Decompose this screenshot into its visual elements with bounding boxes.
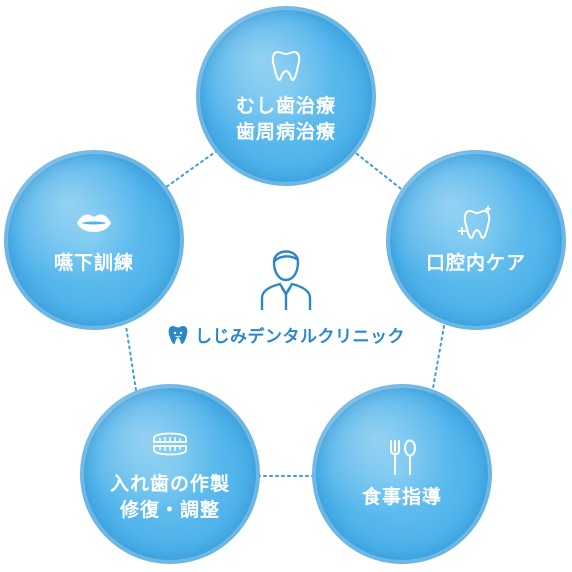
clinic-row: しじみデンタルクリニック [167, 322, 405, 347]
connector-right-br [431, 325, 445, 395]
service-node-swallowing: 嚥下訓練 [4, 150, 184, 330]
tooth-logo-icon [168, 325, 188, 344]
fork-spoon-icon [390, 439, 416, 476]
service-node-caries-periodontal: むし歯治療 歯周病治療 [196, 6, 376, 186]
connector-left-top [161, 149, 219, 191]
clinic-name: しじみデンタルクリニック [195, 327, 405, 347]
center-group: しじみデンタルクリニック [150, 240, 422, 347]
node-label: 嚥下訓練 [53, 252, 134, 275]
node-label: 口腔内ケア [425, 252, 526, 275]
service-node-denture: 入れ歯の作製 修復・調整 [80, 384, 260, 564]
connector-bl-left [125, 325, 137, 391]
node-label: 入れ歯の作製 修復・調整 [109, 473, 230, 521]
connector-top-right [351, 149, 411, 197]
sparkling-tooth-icon [458, 206, 491, 240]
node-label: むし歯治療 歯周病治療 [235, 95, 336, 143]
denture-icon [153, 432, 187, 456]
service-node-oral-care: 口腔内ケア [386, 150, 566, 330]
service-node-diet-guidance: 食事指導 [312, 384, 492, 564]
tooth-icon [271, 51, 301, 82]
doctor-icon [260, 250, 312, 310]
node-label: 食事指導 [361, 486, 442, 509]
lips-icon [77, 214, 111, 233]
